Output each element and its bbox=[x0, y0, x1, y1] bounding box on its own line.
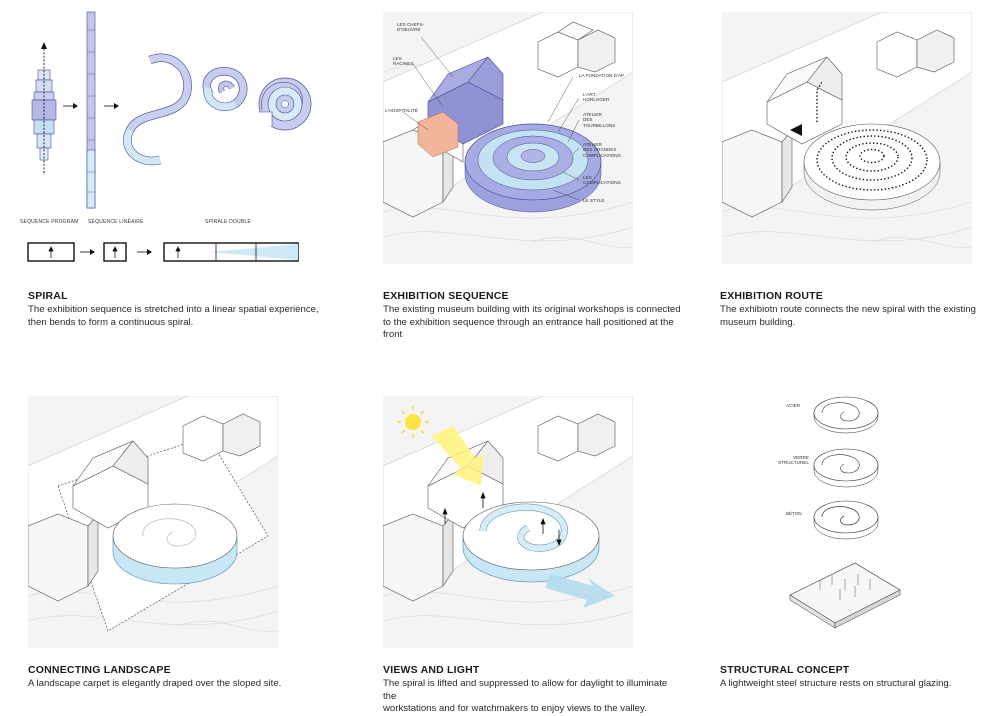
views-and-light-axo bbox=[383, 396, 633, 648]
label-sequence-lineaire: SEQUENCE LINÉAIRE bbox=[88, 219, 144, 225]
caption-connecting-landscape: CONNECTING LANDSCAPE A landscape carpet … bbox=[28, 664, 328, 691]
arrow-up-icon bbox=[442, 491, 546, 534]
caption-exhibition-sequence: EXHIBITION SEQUENCE The existing museum … bbox=[383, 290, 683, 342]
sun-icon bbox=[397, 406, 429, 438]
layer-verre bbox=[813, 448, 879, 488]
spiral-disc bbox=[464, 123, 602, 213]
caption-structural-concept: STRUCTURAL CONCEPT A lightweight steel s… bbox=[720, 664, 990, 691]
label-fondation: LA FONDATION D'AP bbox=[579, 73, 624, 78]
caption-title: SPIRAL bbox=[28, 290, 68, 302]
daylight-arrow bbox=[431, 426, 483, 486]
label-sequence-program: SEQUENCE PROGRAM bbox=[20, 219, 79, 225]
caption-title: EXHIBITION SEQUENCE bbox=[383, 290, 509, 302]
caption-title: EXHIBITION ROUTE bbox=[720, 290, 823, 302]
arrow-down-icon bbox=[556, 530, 562, 547]
arrow-right-icon bbox=[63, 103, 78, 109]
label-chefs-doeuvre: LES CHEFS-D'OEUVRE bbox=[397, 22, 425, 33]
label-beton: BÉTON bbox=[786, 511, 802, 516]
sequence-lineaire-column bbox=[86, 11, 96, 209]
route-spiral-disc bbox=[790, 81, 941, 211]
panel-connecting-landscape bbox=[28, 396, 278, 648]
arrow-right-icon bbox=[80, 249, 152, 255]
arrow-right-icon bbox=[104, 103, 119, 109]
landscape-spiral-disc bbox=[112, 503, 238, 585]
caption-text: A lightweight steel structure rests on s… bbox=[720, 678, 952, 689]
arrow-up-icon bbox=[48, 246, 181, 258]
double-spiral-closed bbox=[258, 77, 312, 131]
double-spiral-open bbox=[202, 66, 248, 112]
caption-text: The exhibiotn route connects the new spi… bbox=[720, 304, 976, 328]
layer-acier bbox=[813, 396, 879, 434]
label-spirale-double: SPIRALE DOUBLE bbox=[205, 219, 251, 225]
ground-plate bbox=[789, 562, 901, 629]
caption-text: The exhibition sequence is stretched int… bbox=[28, 304, 319, 328]
view-arrow bbox=[545, 574, 615, 608]
panel-views-and-light bbox=[383, 396, 633, 648]
panel-spiral: SEQUENCE PROGRAM SEQUENCE LINÉAIRE SPIRA… bbox=[0, 0, 330, 280]
label-style: LE STYLE bbox=[583, 198, 605, 203]
connecting-landscape-axo bbox=[28, 396, 278, 648]
caption-spiral: SPIRAL The exhibition sequence is stretc… bbox=[28, 290, 328, 329]
lifted-spiral bbox=[462, 501, 600, 583]
caption-title: STRUCTURAL CONCEPT bbox=[720, 664, 850, 676]
label-hospitalite: L'HOSPITALITÉ bbox=[385, 108, 418, 113]
caption-title: CONNECTING LANDSCAPE bbox=[28, 664, 171, 676]
structural-concept-exploded bbox=[789, 396, 901, 629]
sequence-program-tower bbox=[31, 42, 57, 175]
panel-exhibition-route bbox=[722, 12, 972, 264]
caption-text: The existing museum building with its or… bbox=[383, 304, 681, 341]
label-acier: ACIER bbox=[786, 403, 801, 408]
caption-text: The spiral is lifted and suppressed to a… bbox=[383, 678, 668, 715]
caption-title: VIEWS AND LIGHT bbox=[383, 664, 480, 676]
caption-exhibition-route: EXHIBITION ROUTE The exhibiotn route con… bbox=[720, 290, 990, 329]
exhibition-sequence-axo bbox=[383, 12, 633, 264]
exhibition-route-axo bbox=[722, 12, 972, 264]
caption-text: A landscape carpet is elegantly draped o… bbox=[28, 678, 282, 689]
layer-beton bbox=[813, 500, 879, 540]
caption-views-and-light: VIEWS AND LIGHT The spiral is lifted and… bbox=[383, 664, 683, 716]
spiral-diagram bbox=[27, 11, 312, 262]
